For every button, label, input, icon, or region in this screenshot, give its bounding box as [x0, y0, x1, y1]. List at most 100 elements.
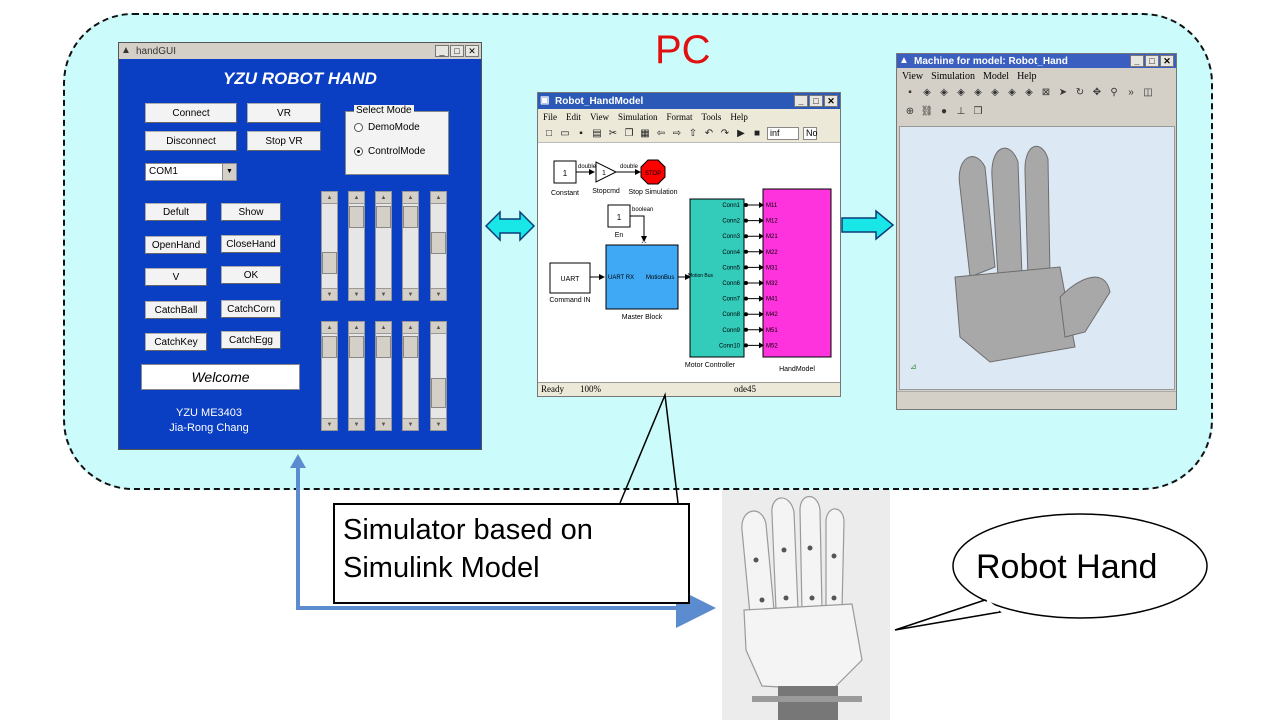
view-cube-icon[interactable]: ◈	[957, 87, 965, 98]
copy-icon[interactable]: ❐	[624, 127, 634, 139]
arrow-down-icon[interactable]: ▼	[349, 288, 364, 300]
menu-edit[interactable]: Edit	[566, 112, 582, 122]
slider[interactable]: ▲▼	[430, 191, 447, 301]
arrow-down-icon[interactable]: ▼	[403, 288, 418, 300]
play-icon[interactable]: ▶	[737, 127, 745, 139]
arrow-up-icon[interactable]: ▲	[376, 322, 391, 334]
maximize-icon[interactable]: □	[450, 45, 464, 57]
catchcorn-button[interactable]: CatchCorn	[221, 300, 281, 318]
vr-button[interactable]: VR	[247, 103, 321, 123]
menu-help[interactable]: Help	[1017, 70, 1037, 82]
ok-button[interactable]: OK	[221, 266, 281, 284]
defult-button[interactable]: Defult	[145, 203, 207, 221]
minimize-icon[interactable]: _	[794, 95, 808, 107]
slider[interactable]: ▲▼	[321, 321, 338, 431]
catchball-button[interactable]: CatchBall	[145, 301, 207, 319]
frame-icon[interactable]: ⊥	[956, 105, 966, 117]
catchegg-button[interactable]: CatchEgg	[221, 331, 281, 349]
slider-thumb[interactable]	[403, 336, 418, 358]
com-port-select[interactable]: COM1 ▼	[145, 163, 237, 181]
slider[interactable]: ▲▼	[430, 321, 447, 431]
menu-help[interactable]: Help	[730, 112, 748, 122]
uart-block[interactable]	[549, 262, 591, 294]
pan-icon[interactable]: ✥	[1092, 87, 1102, 98]
up-icon[interactable]: ⇧	[688, 127, 698, 139]
save-icon[interactable]: ▪	[908, 87, 912, 98]
slider-thumb[interactable]	[431, 378, 446, 408]
new-file-icon[interactable]: □	[545, 127, 553, 139]
save-icon[interactable]: ▪	[579, 127, 583, 139]
sphere-icon[interactable]: ●	[940, 105, 948, 117]
arrow-up-icon[interactable]: ▲	[322, 322, 337, 334]
slider-thumb[interactable]	[322, 252, 337, 274]
slider-thumb[interactable]	[349, 206, 364, 228]
close-icon[interactable]: ✕	[1160, 55, 1174, 67]
shape-icon[interactable]: ◫	[1143, 87, 1153, 98]
simulation-mode-select[interactable]: No	[803, 127, 818, 140]
view-cube-icon[interactable]: ◈	[991, 87, 999, 98]
menu-simulation[interactable]: Simulation	[617, 112, 658, 122]
handmodel-block[interactable]	[762, 188, 832, 358]
arrow-up-icon[interactable]: ▲	[431, 322, 446, 334]
arrow-up-icon[interactable]: ▲	[349, 192, 364, 204]
redo-icon[interactable]: ↷	[720, 127, 730, 139]
slider-thumb[interactable]	[431, 232, 446, 254]
stopcmd-block[interactable]	[595, 161, 618, 183]
arrow-down-icon[interactable]: ▼	[403, 418, 418, 430]
arrow-up-icon[interactable]: ▲	[376, 192, 391, 204]
slider[interactable]: ▲▼	[321, 191, 338, 301]
openhand-button[interactable]: OpenHand	[145, 236, 207, 254]
minimize-icon[interactable]: _	[435, 45, 449, 57]
arrow-down-icon[interactable]: ▼	[376, 288, 391, 300]
globe-icon[interactable]: ⊕	[905, 105, 915, 117]
view-cube-icon[interactable]: ◈	[1008, 87, 1016, 98]
view-cube-icon[interactable]: ◈	[940, 87, 948, 98]
slider-thumb[interactable]	[322, 336, 337, 358]
arrow-down-icon[interactable]: ▼	[431, 288, 446, 300]
slider[interactable]: ▲▼	[402, 321, 419, 431]
arrow-up-icon[interactable]: ▲	[431, 192, 446, 204]
maximize-icon[interactable]: □	[809, 95, 823, 107]
open-folder-icon[interactable]: ▭	[560, 127, 570, 139]
print-icon[interactable]: ▤	[592, 127, 602, 139]
menu-model[interactable]: Model	[982, 70, 1010, 82]
cut-icon[interactable]: ✂	[608, 127, 618, 139]
close-icon[interactable]: ✕	[824, 95, 838, 107]
master-block[interactable]	[605, 244, 679, 310]
stop-time-input[interactable]: inf	[767, 127, 799, 140]
arrow-up-icon[interactable]: ▲	[349, 322, 364, 334]
menu-file[interactable]: File	[543, 112, 558, 122]
forward-icon[interactable]: ⇨	[672, 127, 682, 139]
menu-simulation[interactable]: Simulation	[931, 70, 975, 82]
motor-controller-block[interactable]	[689, 198, 745, 358]
cube-icon[interactable]: ❒	[973, 105, 983, 117]
v-button[interactable]: V	[145, 268, 207, 286]
slider[interactable]: ▲▼	[402, 191, 419, 301]
3d-viewport[interactable]: ⊿	[899, 126, 1175, 390]
view-cube-icon[interactable]: ◈	[974, 87, 982, 98]
menu-view[interactable]: View	[902, 70, 924, 82]
more-icon[interactable]: »	[1128, 87, 1134, 98]
menu-tools[interactable]: Tools	[701, 112, 722, 122]
arrow-down-icon[interactable]: ▼	[376, 418, 391, 430]
closehand-button[interactable]: CloseHand	[221, 235, 281, 253]
fit-view-icon[interactable]: ⊠	[1041, 87, 1051, 98]
close-icon[interactable]: ✕	[465, 45, 479, 57]
stop-block[interactable]	[640, 159, 666, 185]
controlmode-radio[interactable]: ControlMode	[354, 146, 425, 157]
select-arrow-icon[interactable]: ➤	[1058, 87, 1068, 98]
arrow-down-icon[interactable]: ▼	[322, 288, 337, 300]
arrow-up-icon[interactable]: ▲	[403, 322, 418, 334]
arrow-down-icon[interactable]: ▼	[322, 418, 337, 430]
arrow-up-icon[interactable]: ▲	[322, 192, 337, 204]
slider-thumb[interactable]	[349, 336, 364, 358]
stop-vr-button[interactable]: Stop VR	[247, 131, 321, 151]
paste-icon[interactable]: ▦	[640, 127, 650, 139]
maximize-icon[interactable]: □	[1145, 55, 1159, 67]
menu-format[interactable]: Format	[666, 112, 693, 122]
disconnect-button[interactable]: Disconnect	[145, 131, 237, 151]
slider[interactable]: ▲▼	[375, 321, 392, 431]
catchkey-button[interactable]: CatchKey	[145, 333, 207, 351]
view-cube-icon[interactable]: ◈	[923, 87, 931, 98]
arrow-down-icon[interactable]: ▼	[431, 418, 446, 430]
